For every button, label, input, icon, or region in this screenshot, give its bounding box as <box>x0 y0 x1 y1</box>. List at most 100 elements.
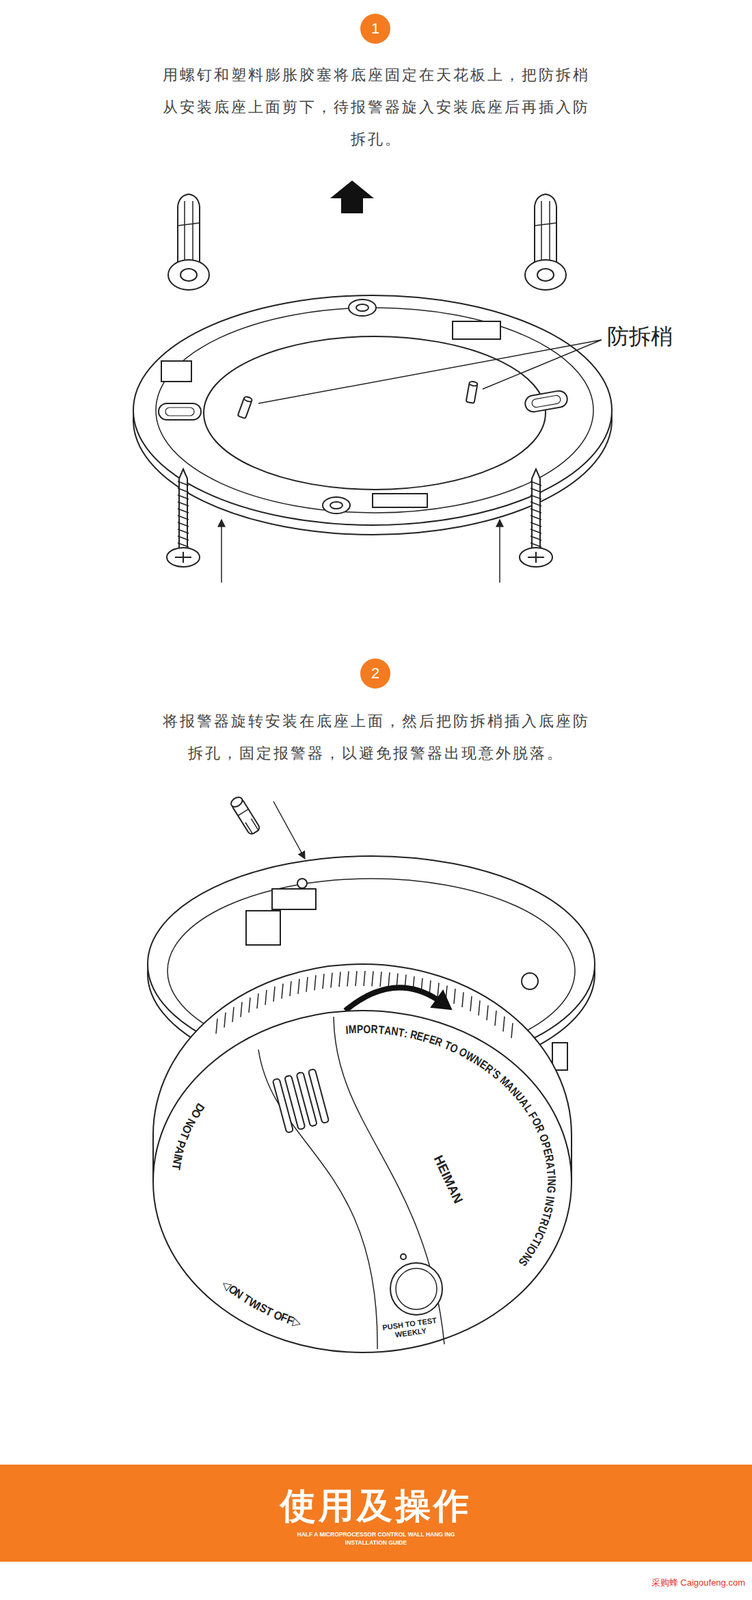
pin-head <box>243 395 253 403</box>
base-clip <box>552 1042 568 1070</box>
indicator-led <box>400 1253 407 1260</box>
pin-head <box>468 380 478 387</box>
anchor-slits <box>177 200 200 260</box>
screw-boss-hole <box>330 501 343 509</box>
pin-head <box>229 795 245 809</box>
vent-slat <box>363 970 366 986</box>
screw-cross <box>175 551 192 563</box>
vent-slat <box>330 972 333 988</box>
vent-slat <box>486 1004 489 1020</box>
vent-slats <box>216 970 513 1038</box>
section-subtitle: HALF A MICROPROCESSOR CONTROL WALL HANG … <box>293 1529 459 1547</box>
up-arrow <box>330 180 374 214</box>
keyhole-slot-inner <box>165 407 195 416</box>
test-button-inner <box>395 1268 437 1310</box>
direction-arrow <box>220 519 223 583</box>
grille <box>272 1068 330 1133</box>
vent-slat <box>494 1010 497 1026</box>
vent-slat <box>339 971 341 987</box>
screw-head <box>166 547 200 567</box>
base-clip <box>372 493 428 508</box>
printed-notice: DO NOT PAINT <box>151 1086 211 1184</box>
anchor-collar <box>525 259 567 290</box>
screw-head <box>519 547 553 567</box>
vent-slat <box>216 1018 218 1034</box>
base-clip <box>161 360 192 382</box>
screw-thread <box>177 481 189 547</box>
face-band-edge <box>258 1049 378 1349</box>
vent-slat <box>388 972 390 988</box>
printed-notice: ◁ON TWIST OFF▷ <box>205 1272 313 1347</box>
screw-boss <box>348 299 376 316</box>
glyph: T <box>543 1169 559 1176</box>
vent-slat <box>224 1012 226 1028</box>
badge-circle <box>360 13 391 44</box>
screw <box>166 468 200 567</box>
section-banner: 使用及操作 HALF A MICROPROCESSOR CONTROL WALL … <box>0 1464 752 1562</box>
vent-slat <box>322 973 325 989</box>
keyhole-slot <box>158 403 201 420</box>
keyhole-slot-inner <box>531 394 561 408</box>
grille-slot <box>308 1068 329 1124</box>
step1-illustration <box>133 180 612 583</box>
printed-notice: IMPORTANT: REFER TO OWNER'S MANUAL FOR O… <box>330 1019 562 1275</box>
anchor-collar <box>168 259 210 290</box>
vent-slat <box>281 983 284 999</box>
vent-slat <box>462 991 464 1007</box>
watermark: 采购蜂 Caigoufeng.com <box>651 1577 746 1589</box>
base-clip <box>272 888 316 910</box>
tamper-pin <box>237 395 253 419</box>
vent-slat <box>371 970 374 986</box>
step-number: 2 <box>371 663 380 683</box>
vent-slat <box>380 971 382 987</box>
vent-slat <box>306 976 308 992</box>
vent-slat <box>478 1000 480 1016</box>
direction-arrow <box>273 801 305 859</box>
screw <box>519 468 553 567</box>
screw-boss <box>322 497 351 514</box>
tamper-pin <box>229 795 261 836</box>
part-label: 防拆梢 <box>607 322 673 351</box>
badge-circle <box>360 658 391 689</box>
glyph: N <box>544 1178 559 1186</box>
vent-slat <box>298 978 300 995</box>
instruction-text: 将报警器旋转安装在底座上面，然后把防拆梢插入底座防拆孔，固定报警器，以避免报警器… <box>157 704 595 770</box>
keyhole-slot <box>523 389 569 413</box>
keyhole-slot-outer <box>523 389 569 413</box>
step-number: 1 <box>371 19 380 39</box>
vent-slat <box>232 1006 234 1023</box>
glyph: O <box>363 1022 372 1037</box>
vent-slat <box>273 986 275 1002</box>
vent-slat <box>240 1001 243 1017</box>
vent-slat <box>347 971 349 987</box>
leader-line <box>258 339 602 404</box>
test-button <box>390 1262 443 1315</box>
screw-boss <box>521 972 539 990</box>
screw-boss-hole <box>356 304 369 312</box>
glyph: T <box>168 1162 184 1172</box>
wall-anchor <box>525 194 567 290</box>
vent-slat <box>453 988 456 1004</box>
glyph: I <box>544 1175 559 1179</box>
anchor-hole <box>537 268 554 281</box>
anchor-hole <box>180 268 197 281</box>
step-number-badge: 2 <box>360 658 391 689</box>
face-band-edge <box>333 1016 445 1345</box>
anchor-slits <box>534 200 557 260</box>
step2-illustration <box>147 795 595 1353</box>
tamper-hole <box>297 878 307 889</box>
direction-arrow <box>499 519 501 583</box>
section-title: 使用及操作 <box>280 1484 472 1526</box>
twist-arrow-head <box>431 990 452 1010</box>
vent-slat <box>314 974 316 990</box>
glyph: A <box>542 1161 558 1171</box>
glyph: M <box>348 1022 357 1037</box>
alarm-face <box>153 1010 572 1353</box>
vent-slat <box>511 1022 513 1038</box>
vent-slat <box>257 993 259 1009</box>
pin-ridges <box>237 808 261 835</box>
base-clip <box>246 910 281 945</box>
